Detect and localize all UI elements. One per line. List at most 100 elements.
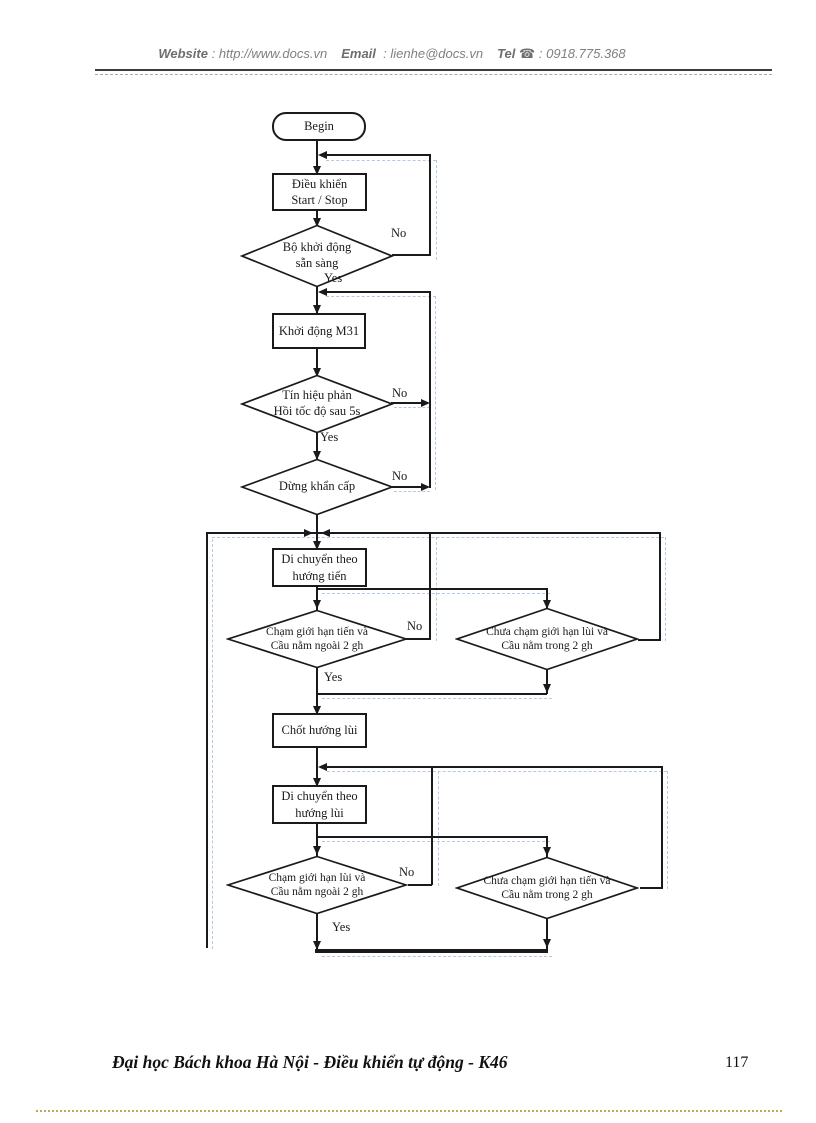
edge-label-no: No xyxy=(407,619,423,633)
flow-line xyxy=(316,345,318,377)
page-header: Website : http://www.docs.vn Email : lien… xyxy=(0,46,784,62)
flow-line xyxy=(429,532,431,640)
flow-line xyxy=(316,667,318,715)
diamond-shape xyxy=(226,855,408,915)
node-label: Cầu nằm trong 2 gh xyxy=(501,889,593,901)
page-number: 117 xyxy=(725,1054,749,1071)
node-label: sẵn sàng xyxy=(295,256,339,270)
flow-line xyxy=(408,884,432,886)
ghost-line xyxy=(212,539,213,949)
flow-line xyxy=(429,291,431,488)
flow-line xyxy=(316,287,318,314)
flow-line xyxy=(316,744,318,787)
edge-label-yes: Yes xyxy=(320,430,339,444)
edge-label-no: No xyxy=(392,386,408,400)
node-label: Start / Stop xyxy=(291,193,348,207)
node-label: Cầu nằm trong 2 gh xyxy=(501,640,593,652)
flow-line xyxy=(316,913,318,951)
edge-label-no: No xyxy=(391,226,407,240)
edge-label-yes: Yes xyxy=(332,920,351,934)
telephone-icon: ☎ xyxy=(519,46,536,61)
ghost-line xyxy=(212,537,664,538)
flow-line xyxy=(406,638,430,640)
decision-rev-limit-not-hit: Chưa chạm giới hạn lùi và Cầu nằm trong 2… xyxy=(455,607,639,671)
flow-arrowhead xyxy=(543,847,551,856)
flow-arrowhead xyxy=(421,399,430,407)
process-start-m31: Khởi động M31 xyxy=(272,313,366,349)
flow-line xyxy=(316,836,547,838)
header-tel-number: 0918.775.368 xyxy=(546,46,626,61)
flow-arrowhead xyxy=(313,451,321,460)
diamond-shape xyxy=(240,458,394,516)
ghost-line xyxy=(394,491,430,492)
flow-line xyxy=(316,693,547,695)
diamond-shape xyxy=(455,856,639,920)
header-rule xyxy=(95,69,772,71)
ghost-line xyxy=(435,296,436,490)
header-website-label: Website xyxy=(158,46,208,61)
flow-line xyxy=(431,766,433,885)
process-latch-reverse: Chốt hướng lùi xyxy=(272,713,367,748)
node-label: Điều khiển xyxy=(291,176,348,191)
node-label: Chạm giới hạn tiến và xyxy=(266,625,368,638)
decision-fwd-limit-hit: Chạm giới hạn tiến và Cầu nằm ngoài 2 gh xyxy=(226,609,408,669)
flow-line xyxy=(659,532,661,641)
flow-line xyxy=(322,291,430,293)
flow-line xyxy=(316,137,318,175)
node-label: hướng tiến xyxy=(292,568,347,583)
diamond-shape xyxy=(226,609,408,669)
node-label: Bộ khởi động xyxy=(282,240,352,255)
header-colon: : xyxy=(538,46,543,61)
terminator-begin: Begin xyxy=(272,112,366,141)
node-label: Chưa chạm giới hạn tiến và xyxy=(483,874,611,887)
flow-arrowhead xyxy=(543,939,551,948)
node-label: Cầu nằm ngoài 2 gh xyxy=(270,640,364,652)
ghost-line xyxy=(322,841,550,842)
flow-line xyxy=(391,486,423,488)
edge-label-yes: Yes xyxy=(324,271,343,285)
node-label: hướng lùi xyxy=(295,805,344,820)
flow-arrowhead xyxy=(313,305,321,314)
node-label: Di chuyển theo xyxy=(281,552,358,567)
ghost-line xyxy=(665,537,666,641)
ghost-line xyxy=(436,160,437,260)
ghost-line xyxy=(394,407,430,408)
header-rule-dashed xyxy=(95,74,772,75)
ghost-line xyxy=(327,771,667,772)
node-label: Chưa chạm giới hạn lùi và xyxy=(486,625,608,638)
flow-line xyxy=(316,583,318,610)
flow-line xyxy=(322,154,430,156)
header-colon: : xyxy=(211,46,216,61)
flow-arrowhead xyxy=(313,706,321,715)
node-label: Khởi động M31 xyxy=(278,323,360,338)
node-label: Di chuyển theo xyxy=(281,789,358,804)
flow-arrowhead xyxy=(313,166,321,175)
header-email-address: lienhe@docs.vn xyxy=(390,46,484,61)
header-email-label: Email xyxy=(341,46,376,61)
node-label: Begin xyxy=(304,119,334,133)
flow-line xyxy=(429,154,431,256)
header-colon: : xyxy=(383,46,387,61)
flow-arrowhead xyxy=(313,778,321,787)
ghost-line xyxy=(667,771,668,889)
header-tel-label: Tel xyxy=(497,46,516,61)
flow-line xyxy=(546,670,548,694)
flow-line-bold xyxy=(315,949,548,953)
flow-line xyxy=(546,919,548,951)
flow-line xyxy=(661,766,663,889)
decision-fwd-limit-not-hit: Chưa chạm giới hạn tiến và Cầu nằm trong … xyxy=(455,856,639,920)
edge-label-yes: Yes xyxy=(324,670,343,684)
flow-line xyxy=(316,588,547,590)
flow-arrowhead xyxy=(321,529,330,537)
flow-arrowhead xyxy=(313,541,321,550)
flow-arrowhead xyxy=(318,763,327,771)
footer-text: Đại học Bách khoa Hà Nội - Điều khiển tự… xyxy=(112,1052,508,1072)
flow-line xyxy=(316,207,318,227)
ghost-line xyxy=(322,698,552,699)
header-website-url: http://www.docs.vn xyxy=(218,46,328,61)
